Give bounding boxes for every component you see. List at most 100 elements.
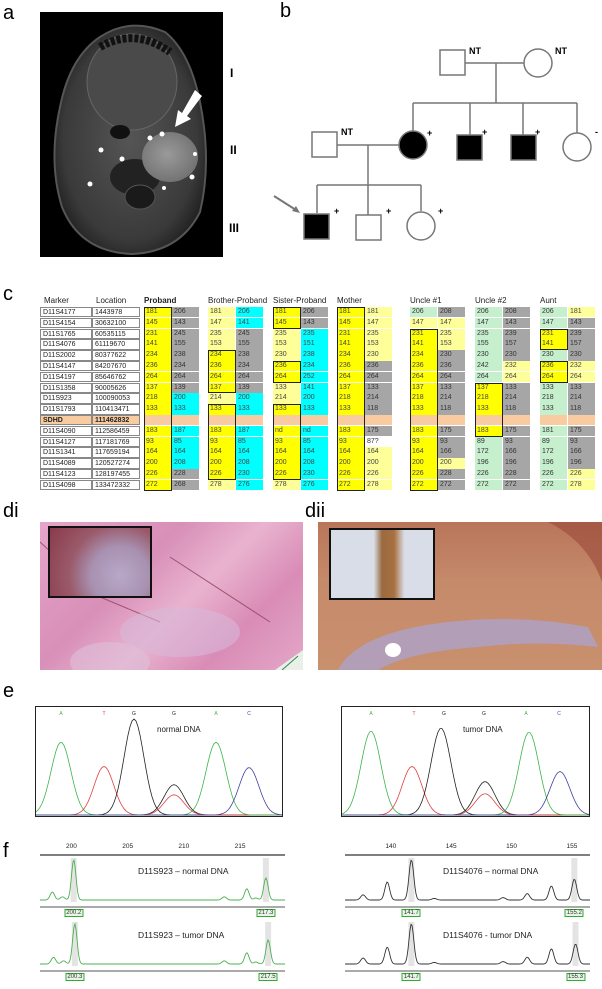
allele-1-cell: 145 — [144, 317, 171, 329]
allele-1-cell — [273, 415, 300, 426]
allele-1-cell: 164 — [337, 447, 364, 458]
allele-2-cell: 226 — [365, 469, 392, 480]
allele-1-cell: 141 — [540, 339, 567, 350]
marker-name: SDHD — [40, 415, 92, 426]
allele-2-cell: 85 — [172, 436, 199, 447]
mri-scan-graphic — [53, 24, 207, 256]
allele-1-cell: 264 — [540, 371, 567, 383]
allele-1-cell: 218 — [144, 393, 171, 404]
allele-2-cell: 196 — [568, 458, 595, 469]
allele-2-cell: 230 — [236, 469, 263, 480]
genotype-status-II-4: + — [535, 127, 541, 137]
allele-2-cell: 208 — [172, 458, 199, 469]
allele-1-cell: 133 — [540, 404, 567, 415]
marker-location: 30632100 — [92, 317, 140, 329]
marker-location: 84207670 — [92, 361, 140, 372]
genotype-status-II-3: + — [482, 127, 488, 137]
genotype-status-II-1: NT — [341, 127, 353, 137]
panel-label-f: f — [3, 840, 9, 862]
peak-size-label: 155.3 — [566, 973, 586, 981]
allele-1-cell: 133 — [540, 382, 567, 393]
allele-2-cell: 234 — [172, 361, 199, 372]
allele-2-cell: 133 — [236, 404, 263, 415]
allele-2-cell: 264 — [172, 371, 199, 383]
panel-label-e: e — [3, 680, 15, 702]
allele-1-cell: 200 — [208, 458, 235, 469]
allele-1-cell: 226 — [337, 469, 364, 480]
allele-1-cell: 236 — [273, 361, 300, 372]
allele-2-cell: 143 — [172, 317, 199, 329]
allele-1-cell: 231 — [144, 328, 171, 339]
allele-1-cell: 242 — [475, 361, 502, 372]
panel-label-b: b — [280, 0, 292, 22]
panel-label-c: c — [3, 283, 13, 305]
allele-2-cell: 133 — [438, 382, 465, 393]
base-call-label: G — [482, 711, 486, 717]
chromatogram-normal-title: normal DNA — [157, 725, 201, 734]
allele-1-cell: 264 — [337, 371, 364, 383]
allele-1-cell: 133 — [410, 404, 437, 415]
allele-2-cell: 208 — [438, 307, 465, 318]
fragment-trace — [345, 923, 590, 965]
allele-2-cell: 232 — [503, 361, 530, 372]
x-tick-label: 155 — [566, 843, 578, 850]
allele-1-cell: 272 — [337, 479, 364, 491]
allele-2-cell: 143 — [301, 317, 328, 329]
marker-name: D11S4098 — [40, 479, 92, 491]
genotype-status-I-1: NT — [469, 46, 481, 56]
allele-2-cell: 228 — [438, 469, 465, 480]
peak-size-label: 200.2 — [64, 909, 84, 917]
allele-2-cell: 278 — [568, 479, 595, 491]
allele-2-cell: 118 — [568, 404, 595, 415]
marker-location: 61119670 — [92, 339, 140, 350]
allele-2-cell: 93 — [568, 436, 595, 447]
allele-2-cell: 164 — [236, 447, 263, 458]
allele-2-cell: 230 — [568, 350, 595, 361]
allele-2-cell: 139 — [236, 382, 263, 393]
allele-2-cell: 155 — [236, 339, 263, 350]
peak-highlight — [71, 922, 78, 966]
allele-2-cell: 235 — [365, 328, 392, 339]
base-call-label: C — [557, 711, 561, 717]
allele-2-cell: 147 — [365, 317, 392, 329]
allele-2-cell — [172, 415, 199, 426]
allele-2-cell: 236 — [365, 361, 392, 372]
allele-2-cell: 264 — [365, 371, 392, 383]
marker-location: 117659194 — [92, 447, 140, 458]
histology-ihc-image — [318, 522, 602, 670]
trace-A — [342, 731, 589, 816]
marker-name: D11S923 — [40, 393, 92, 404]
base-call-label: G — [132, 711, 136, 717]
allele-1-cell: 147 — [208, 317, 235, 329]
allele-1-cell: 206 — [475, 307, 502, 318]
allele-2-cell: 234 — [236, 361, 263, 372]
marker-location: 111462832 — [92, 415, 140, 426]
fragment-title: D11S4076 – normal DNA — [443, 866, 539, 876]
allele-1-cell: 264 — [208, 371, 235, 383]
x-tick-label: 145 — [445, 843, 457, 850]
panel-label-di: di — [3, 500, 19, 522]
x-tick-label: 150 — [506, 843, 517, 850]
allele-2-cell: 206 — [301, 307, 328, 318]
allele-1-cell: 133 — [208, 404, 235, 415]
allele-2-cell: 264 — [236, 371, 263, 383]
base-call-label: A — [59, 711, 63, 717]
allele-1-cell: 172 — [475, 447, 502, 458]
allele-1-cell: 236 — [208, 361, 235, 372]
allele-2-cell — [365, 415, 392, 426]
allele-1-cell: 278 — [273, 479, 300, 491]
allele-1-cell: 264 — [410, 371, 437, 383]
allele-1-cell: 206 — [540, 307, 567, 318]
marker-name: D11S4090 — [40, 425, 92, 437]
allele-2-cell: 175 — [438, 425, 465, 437]
allele-1-cell: 264 — [144, 371, 171, 383]
allele-1-cell: 153 — [208, 339, 235, 350]
allele-2-cell: 238 — [301, 350, 328, 361]
allele-2-cell: 133 — [365, 382, 392, 393]
allele-2-cell: 187 — [236, 425, 263, 437]
allele-1-cell: 218 — [475, 393, 502, 404]
marker-name: D11S4177 — [40, 307, 92, 318]
